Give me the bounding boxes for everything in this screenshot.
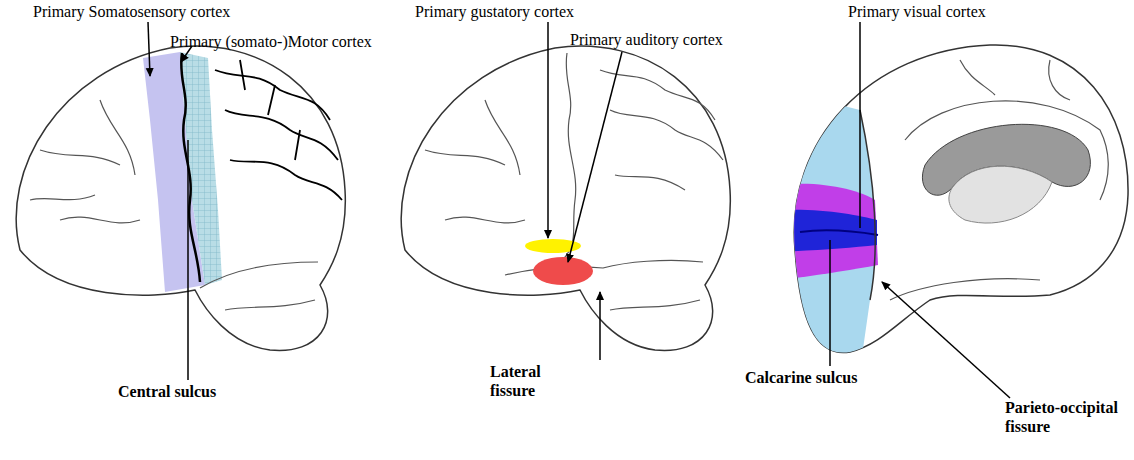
auditory-region [533, 257, 593, 285]
sulci-lines [425, 53, 723, 310]
medial-brain [780, 45, 1128, 370]
region-label: Primary visual cortex [848, 2, 986, 21]
leader-line [148, 22, 150, 76]
region-label: Primary (somato-)Motor cortex [170, 32, 372, 51]
leader-line [568, 52, 622, 262]
leader-line [829, 240, 831, 366]
leader-line [599, 292, 601, 360]
brain-outline [401, 46, 730, 350]
region-label: Primary auditory cortex [570, 30, 723, 49]
region-label: Primary gustatory cortex [415, 2, 574, 21]
diencephalon [949, 166, 1052, 223]
leader-line [187, 140, 189, 380]
sulci-lines [30, 100, 318, 310]
sulcus-label: Central sulcus [118, 382, 216, 401]
sulcus-label: Calcarine sulcus [745, 368, 857, 387]
visual-regions [780, 90, 878, 370]
leader-line [547, 22, 549, 238]
secondary-visual-band [780, 184, 878, 280]
sulcus-label: Lateral fissure [490, 362, 565, 400]
motor-region [180, 52, 222, 285]
sulcus-label: Parieto-occipital fissure [1005, 398, 1134, 436]
region-label: Primary Somatosensory cortex [33, 2, 230, 21]
leader-line [882, 282, 1010, 398]
parieto-occipital-line [860, 110, 875, 300]
primary-visual-band [780, 210, 877, 252]
lateral-brain-1 [16, 46, 345, 350]
central-sulcus-line [181, 53, 200, 282]
medial-sulci [890, 60, 1108, 300]
leader-line [859, 22, 861, 228]
frontal-sulci [215, 60, 342, 200]
lateral-brain-2 [401, 46, 730, 350]
calcarine-line [800, 230, 878, 235]
leader-lines [148, 22, 1010, 398]
brain-outline [16, 46, 345, 350]
